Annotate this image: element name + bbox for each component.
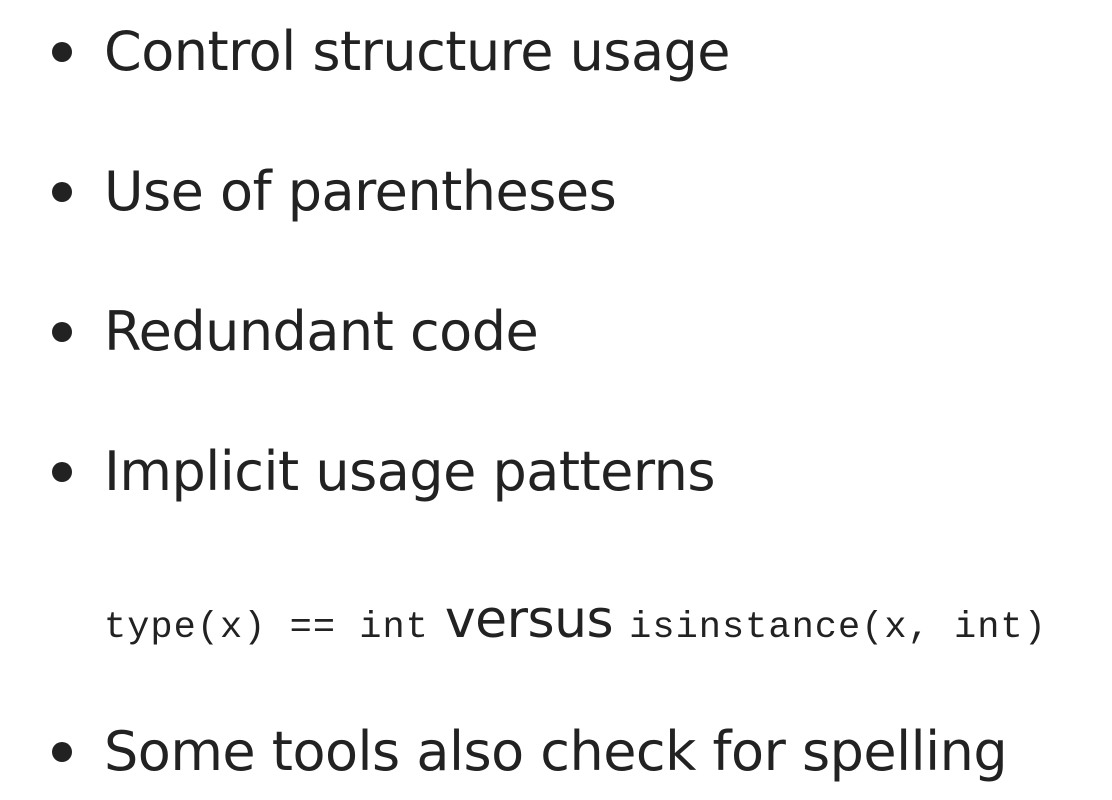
bullet-text: Some tools also check for spelling (104, 720, 1008, 783)
versus-label: versus (444, 590, 614, 650)
code-type-check: type(x) == int (104, 607, 429, 649)
bullet-dot-icon (52, 42, 72, 62)
bullet-text: Implicit usage patterns (104, 440, 716, 503)
bullet-item-redundant-code: Redundant code (0, 300, 1112, 370)
bullet-dot-icon (52, 742, 72, 762)
bullet-dot-icon (52, 322, 72, 342)
bullet-item-parentheses: Use of parentheses (0, 160, 1112, 230)
bullet-item-control-structure: Control structure usage (0, 20, 1112, 90)
bullet-item-implicit-patterns: Implicit usage patterns (0, 440, 1112, 510)
bullet-text: Use of parentheses (104, 160, 617, 223)
bullet-item-spelling: Some tools also check for spelling (0, 720, 1112, 790)
bullet-dot-icon (52, 462, 72, 482)
code-isinstance-check: isinstance(x, int) (629, 607, 1047, 649)
code-example: type(x) == int versus isinstance(x, int) (104, 590, 1047, 650)
bullet-dot-icon (52, 182, 72, 202)
bullet-text: Redundant code (104, 300, 539, 363)
bullet-text: Control structure usage (104, 20, 731, 83)
